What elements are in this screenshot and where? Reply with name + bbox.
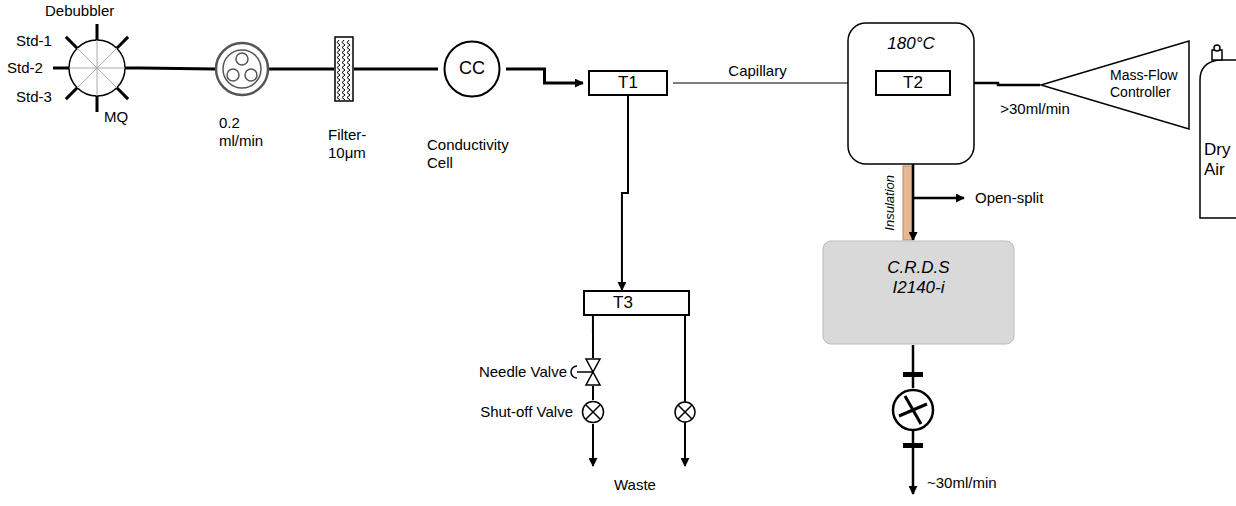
flange — [903, 372, 923, 377]
node-label: Filter- 10μm — [328, 126, 386, 162]
filter-outline — [334, 36, 354, 102]
edge-label: >30ml/min — [998, 100, 1072, 118]
vacuum-pump — [893, 390, 933, 430]
heated-oven: 180°C T2 — [847, 22, 975, 165]
insulation-strip — [903, 166, 912, 240]
pipe-connector — [592, 316, 594, 358]
shut-off-valve: Shut-off Valve — [581, 400, 605, 424]
node-label: C.R.D.S I2140-i — [874, 258, 964, 299]
waste-line — [684, 422, 686, 466]
text-label: MQ — [104, 108, 128, 126]
node-label: Conductivity Cell — [427, 136, 527, 172]
peristaltic-pump-outline — [215, 42, 269, 96]
node-label: CC — [438, 58, 506, 80]
node-label: Needle Valve — [465, 363, 567, 381]
pipe-connector — [622, 96, 628, 290]
needle-valve: Needle Valve — [585, 358, 601, 386]
text-label: ~30ml/min — [927, 474, 997, 492]
text-label: Std-2 — [7, 59, 43, 77]
exhaust-line — [912, 430, 915, 494]
conductivity-cell: CCConductivity Cell — [438, 40, 506, 98]
tee-junction: T3 — [583, 290, 690, 316]
pipe-connector — [141, 68, 215, 69]
node-label: T1 — [583, 73, 673, 93]
peristaltic-pump: 0.2 ml/min — [215, 42, 269, 96]
node-label: 180°C — [847, 34, 975, 54]
needle-valve-outline — [585, 358, 601, 386]
text-label: Insulation — [882, 175, 898, 231]
selector-valve-outline — [53, 24, 141, 112]
filter: Filter- 10μm — [334, 36, 354, 102]
text-label: Std-3 — [16, 88, 52, 106]
pipe-connector — [673, 82, 870, 83]
gas-cylinder-outline — [1196, 45, 1236, 220]
pipe-connector — [592, 386, 594, 400]
shut-off-valve-outline — [581, 400, 605, 424]
analyzer-box: C.R.D.S I2140-i — [822, 240, 1015, 345]
node-label: Shut-off Valve — [467, 403, 573, 421]
pipe-connector — [269, 68, 334, 71]
selector-valve: Debubbler — [53, 24, 141, 112]
node-label: T2 — [870, 73, 956, 93]
node-label: Dry Air — [1204, 140, 1234, 181]
waste-line — [592, 424, 594, 466]
node-label: T3 — [583, 293, 663, 313]
pipe-connector — [506, 69, 583, 83]
edge-label: Capillary — [726, 62, 788, 80]
tee-junction-outline — [583, 290, 690, 316]
pump-fan — [899, 396, 927, 424]
gas-cylinder: Dry Air — [1196, 45, 1236, 220]
text-label: Waste — [614, 476, 656, 494]
node-label: Mass-Flow Controller — [1110, 67, 1190, 101]
open-split-line — [912, 197, 964, 200]
node-label: 0.2 ml/min — [219, 114, 271, 150]
pump-line — [912, 345, 915, 388]
text-label: Std-1 — [16, 32, 52, 50]
waste-branch — [684, 316, 686, 402]
tee-junction: T1 — [583, 70, 673, 96]
node-label: Debubbler — [45, 2, 145, 20]
pipe-connector — [354, 68, 438, 71]
text-label: Open-split — [975, 189, 1043, 207]
shut-off-valve-symbol — [675, 402, 695, 422]
tee-junction: T2 — [870, 70, 956, 96]
valve-cross — [678, 405, 692, 419]
